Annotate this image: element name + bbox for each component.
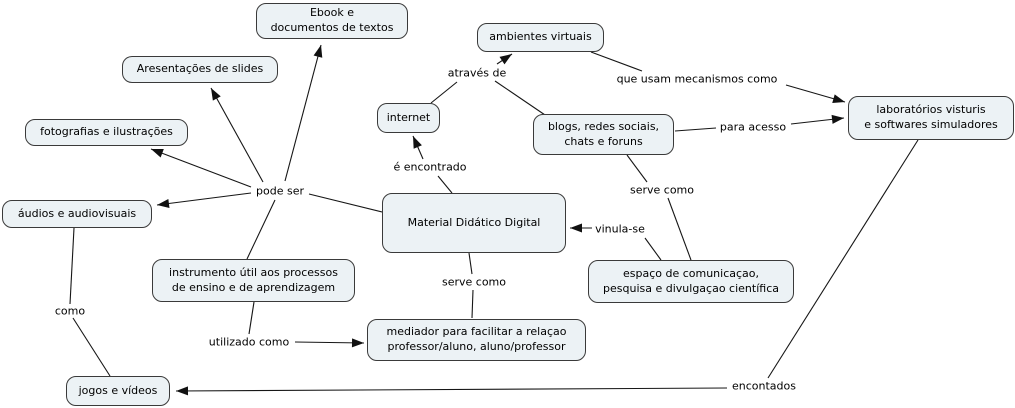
edge-servecomo-espaco xyxy=(667,197,692,261)
edge-paraacesso-laboratorios xyxy=(790,114,845,125)
concept-node-ambientes[interactable]: ambientes virtuais xyxy=(477,23,604,52)
edge-material-podeser xyxy=(308,193,383,213)
link-label-serve-como-centro[interactable]: serve como xyxy=(439,275,509,289)
link-label-para-acesso[interactable]: para acesso xyxy=(717,120,789,134)
edge-blogs-paraacesso xyxy=(674,127,717,132)
concept-node-fotografias[interactable]: fotografias e ilustrações xyxy=(25,119,188,146)
link-label-utilizado-como[interactable]: utilizado como xyxy=(206,335,292,349)
edge-servecomo-mediador xyxy=(471,289,474,319)
concept-node-internet[interactable]: internet xyxy=(377,103,440,133)
edge-podeser-slides xyxy=(210,87,264,183)
link-label-serve-como-direita[interactable]: serve como xyxy=(627,183,697,197)
edge-material-eencontrado xyxy=(437,175,453,194)
concept-node-instrumento[interactable]: instrumento útil aos processos de ensino… xyxy=(152,259,355,302)
concept-node-laboratorios[interactable]: laboratórios visturis e softwares simula… xyxy=(848,96,1014,140)
link-label-pode-ser[interactable]: pode ser xyxy=(254,184,306,198)
edge-queusam-laboratorios xyxy=(785,84,846,104)
link-label-atraves-de[interactable]: através de xyxy=(445,66,509,80)
concept-node-material[interactable]: Material Didático Digital xyxy=(382,193,566,253)
edge-encontados-jogos xyxy=(175,386,728,396)
edge-ambientes-queusam xyxy=(590,51,643,72)
edge-audios-como xyxy=(69,227,75,305)
edge-eencontrado-internet xyxy=(412,135,424,160)
concept-node-mediador[interactable]: mediador para facilitar a relaçao profes… xyxy=(367,319,586,361)
concept-node-audios[interactable]: áudios e audiovisuais xyxy=(2,200,152,228)
edge-instrumento-utilizadocomo xyxy=(248,301,255,335)
link-label-encontados[interactable]: encontados xyxy=(730,379,798,393)
edge-podeser-audios xyxy=(156,192,252,208)
link-label-que-usam[interactable]: que usam mecanismos como xyxy=(614,72,780,86)
link-label-vinula-se[interactable]: vinula-se xyxy=(593,222,647,236)
edge-como-jogos xyxy=(72,317,111,377)
link-label-como[interactable]: como xyxy=(52,304,88,318)
edge-podeser-ebook xyxy=(284,44,323,182)
edge-utilizadocomo-mediador xyxy=(294,338,365,348)
edge-atravesde-blogs xyxy=(494,80,549,118)
edge-podeser-instrumento xyxy=(246,199,276,260)
edge-espaco-vinulase xyxy=(644,237,662,261)
edge-material-servecomo xyxy=(468,252,473,275)
concept-node-slides[interactable]: Aresentações de slides xyxy=(122,56,278,83)
concept-node-blogs[interactable]: blogs, redes sociais, chats e foruns xyxy=(533,114,674,155)
edge-laboratorios-encontados xyxy=(767,139,919,379)
concept-node-ebook[interactable]: Ebook e documentos de textos xyxy=(256,3,408,39)
edge-podeser-fotografias xyxy=(150,148,252,188)
concept-node-espaco[interactable]: espaço de comunicaçao, pesquisa e divulg… xyxy=(588,260,794,303)
edge-internet-atravesde xyxy=(430,81,458,104)
link-label-e-encontrado[interactable]: é encontrado xyxy=(391,160,469,174)
edge-blogs-servecomo xyxy=(626,154,648,183)
concept-node-jogos[interactable]: jogos e vídeos xyxy=(66,376,170,406)
edge-atravesde-ambientes xyxy=(496,53,513,65)
